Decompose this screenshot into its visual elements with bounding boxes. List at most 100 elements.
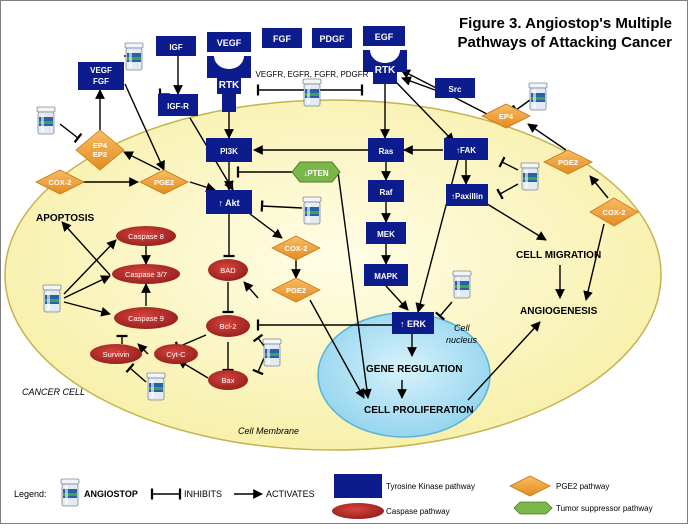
mapk-box	[364, 264, 408, 286]
pge2-left-label: PGE2	[154, 178, 174, 187]
kinase-nodes: VEGF FGF IGF IGF-R Src PI3K Ras ↑FAK Raf…	[78, 36, 488, 334]
bcl2-label: Bcl-2	[219, 322, 236, 331]
edge-angiostop-paxillin	[496, 183, 519, 200]
cell-nucleus-label-2: nucleus	[446, 335, 478, 345]
ep4-right-diamond	[481, 103, 531, 129]
cell-proliferation-label: CELL PROLIFERATION	[364, 405, 474, 416]
angiostop-icon	[124, 42, 144, 71]
akt-label: ↑ Akt	[218, 198, 239, 208]
edge-pge2-proliferation	[309, 299, 365, 399]
fak-label: ↑FAK	[456, 146, 476, 155]
edge-paxillin-migration	[483, 201, 547, 241]
cox2-mid-label: COX-2	[285, 244, 308, 253]
cell-nucleus-label-1: Cell	[454, 323, 471, 333]
title-line-2: Pathways of Attacking Cancer	[457, 34, 672, 51]
legend-activates: ACTIVATES	[266, 489, 315, 499]
raf-label: Raf	[380, 188, 393, 197]
bcl2-node	[206, 315, 250, 337]
cox2-left-label: COX-2	[49, 178, 72, 187]
cox2-right-label: COX-2	[603, 208, 626, 217]
pge2-left-diamond	[139, 169, 189, 195]
pten-node	[291, 161, 341, 183]
caspase8-node	[116, 226, 176, 246]
rtk-stem-1	[222, 94, 236, 112]
src-box	[435, 78, 475, 98]
edge-angiostop-caspase8	[63, 239, 117, 295]
pge2-mid-label: PGE2	[286, 286, 306, 295]
erk-label: ↑ ERK	[400, 319, 427, 329]
src-label: Src	[449, 85, 462, 94]
legend-inhibits: INHIBITS	[184, 489, 222, 499]
vegf-label: VEGF	[217, 38, 242, 48]
fak-box	[444, 138, 488, 160]
mek-box	[366, 222, 406, 244]
bad-node	[208, 259, 248, 281]
ep4-ep2-label-2: EP2	[93, 150, 107, 159]
ep4-ep2-diamond	[75, 129, 125, 171]
edge-angiostop-bcl2	[252, 333, 265, 347]
bax-label: Bax	[222, 376, 235, 385]
region-labels: APOPTOSIS CELL MIGRATION ANGIOGENESIS GE…	[22, 213, 601, 436]
legend-suppressor-swatch	[513, 501, 553, 515]
pge2-right-label: PGE2	[558, 158, 578, 167]
receptor-row: VEGF FGF PDGF EGF RTK RTK VEGFR, EGFR, F…	[207, 26, 407, 112]
rtk-receptor-list: VEGFR, EGFR, FGFR, PDGFR	[256, 70, 369, 79]
edge-cox2-pge2-right	[589, 175, 609, 199]
edge-cytc-caspase9	[137, 343, 149, 355]
edge-angiostop-caspase9	[63, 301, 111, 317]
fgf-label: FGF	[273, 34, 291, 44]
angiostop-icon	[262, 338, 282, 367]
paxillin-box	[446, 184, 488, 206]
cancer-cell-label: CANCER CELL	[22, 387, 85, 397]
angiostop-icon	[528, 82, 548, 111]
legend-angiostop: ANGIOSTOP	[84, 489, 138, 499]
legend-pge2-label: PGE2 pathway	[556, 482, 609, 491]
legend-kinase-swatch	[334, 474, 382, 498]
ep4-right-label: EP4	[499, 112, 514, 121]
gene-regulation-label: GENE REGULATION	[366, 364, 462, 375]
pdgf-box	[312, 28, 352, 48]
pi3k-label: PI3K	[220, 147, 238, 156]
cox2-left-diamond	[35, 169, 85, 195]
vegf-box	[207, 32, 251, 52]
pge2-right-diamond	[543, 149, 593, 175]
vegf-fgf-label-1: VEGF	[90, 66, 112, 75]
caspase37-label: Caspase 3/7	[125, 270, 167, 279]
cytc-node	[154, 344, 198, 364]
fgf-box	[262, 28, 302, 48]
edge-angiostop-bad	[243, 281, 259, 299]
paxillin-label: ↑Paxillin	[451, 192, 483, 201]
edge-pge2-akt	[189, 181, 216, 192]
edge-angiostop-caspase37	[63, 275, 111, 299]
edge-pge2-ep4	[123, 151, 161, 171]
caspase-ellipses: Caspase 8 Caspase 3/7 Caspase 9 Survivin…	[90, 226, 250, 390]
edge-akt-cox2	[249, 213, 283, 239]
legend-pge2-swatch	[509, 475, 551, 497]
cell-membrane-label: Cell Membrane	[238, 426, 299, 436]
akt-box	[206, 190, 252, 214]
edge-angiostop-fak	[498, 156, 519, 171]
edge-pten-proliferation	[337, 171, 372, 399]
caspase37-node	[112, 264, 180, 284]
edge-angiostop-erk	[435, 301, 453, 321]
igf-box	[156, 36, 196, 56]
edge-src-rtk2	[401, 76, 436, 91]
edge-cox2-angiogenesis	[583, 223, 605, 301]
ras-label: Ras	[379, 147, 394, 156]
legend-suppressor-label: Tumor suppressor pathway	[556, 504, 653, 513]
rtk-label-2: RTK	[375, 65, 396, 76]
ep4-ep2-label-1: EP4	[93, 141, 108, 150]
angiostop-icon	[60, 478, 80, 507]
caspase9-node	[114, 307, 178, 329]
legend-kinase-label: Tyrosine Kinase pathway	[386, 482, 475, 491]
legend: Legend: ANGIOSTOP INHIBITS ACTIVATES Tyr…	[14, 474, 653, 519]
angiostop-icon	[520, 162, 540, 191]
edge-angiostop-ep4	[59, 123, 83, 144]
survivin-label: Survivin	[103, 350, 130, 359]
edge-mapk-erk	[385, 285, 409, 311]
pten-label: ↓PTEN	[303, 169, 329, 178]
angiostop-icon	[302, 78, 322, 107]
cox2-right-diamond	[589, 197, 639, 227]
angiogenesis-label: ANGIOGENESIS	[520, 306, 598, 317]
